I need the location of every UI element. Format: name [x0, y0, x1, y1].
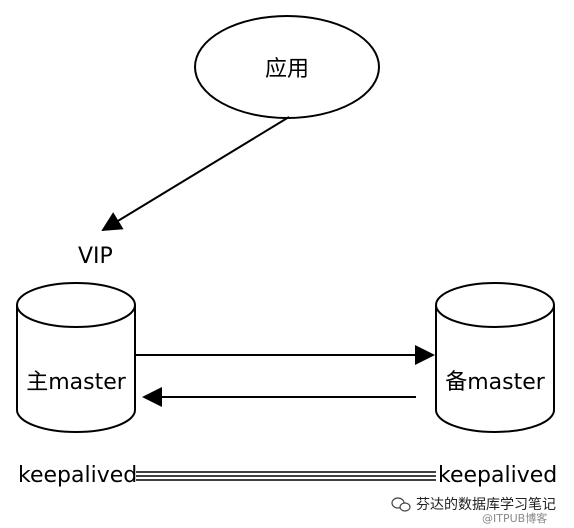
- backup-cylinder-body: [435, 305, 555, 433]
- watermark-text: 芬达的数据库学习笔记: [416, 497, 556, 513]
- backup-cylinder-top: [435, 282, 555, 328]
- keepalived-left-label: keepalived: [18, 463, 137, 488]
- watermark: 芬达的数据库学习笔记 @ITPUB博客: [391, 497, 556, 525]
- backup-master-label: 备master: [445, 370, 546, 395]
- primary-master-label: 主master: [26, 370, 127, 395]
- backup-master-node: 备master: [435, 282, 555, 433]
- primary-cylinder-top: [16, 282, 136, 328]
- primary-master-node: 主master: [16, 282, 136, 433]
- vip-label: VIP: [78, 244, 113, 269]
- app-node: 应用: [194, 15, 380, 119]
- wechat-icon: [391, 497, 411, 512]
- heartbeat-link: [136, 471, 436, 481]
- watermark-source: @ITPUB博客: [482, 511, 547, 525]
- keepalived-right-label: keepalived: [438, 463, 557, 488]
- app-to-vip-arrow: [101, 116, 290, 232]
- primary-cylinder-body: [16, 305, 136, 433]
- app-label: 应用: [265, 57, 309, 82]
